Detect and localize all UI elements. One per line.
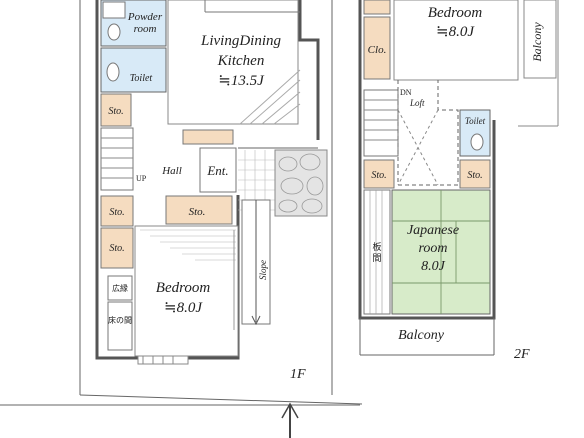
label-line: ≒13.5J bbox=[218, 73, 265, 89]
staircase-1f bbox=[100, 127, 134, 191]
label-line: room bbox=[134, 23, 157, 35]
staircase-2f bbox=[363, 89, 399, 157]
label-line: 8.0J bbox=[421, 259, 446, 274]
hall-label: Hall bbox=[161, 165, 182, 177]
sto-label: Sto. bbox=[109, 207, 124, 218]
toilet-fixture-icon bbox=[107, 23, 121, 41]
sink-icon bbox=[102, 1, 126, 19]
dn-label: DN bbox=[400, 88, 412, 97]
sto-label: Sto. bbox=[189, 206, 206, 218]
toilet-icon-2f bbox=[470, 133, 484, 151]
shoe-cabinet bbox=[182, 129, 234, 145]
sto-label: Sto. bbox=[467, 170, 482, 181]
toilet-label-2f: Toilet bbox=[465, 116, 486, 126]
sto-label: Sto. bbox=[108, 106, 123, 117]
storage-2f-b bbox=[459, 159, 491, 189]
itama bbox=[363, 189, 391, 315]
stair-line bbox=[239, 69, 301, 125]
stair-well bbox=[363, 89, 399, 157]
label-line: room bbox=[418, 241, 447, 256]
loft-outline bbox=[397, 80, 459, 186]
tatami-mats bbox=[392, 190, 490, 314]
hiroen-label: 広縁 bbox=[112, 283, 128, 293]
storage-2f-top bbox=[363, 0, 391, 15]
slope-arrow-head-icon bbox=[251, 315, 261, 326]
hall-stairs bbox=[100, 127, 134, 191]
up-label: UP bbox=[136, 174, 147, 183]
entrance-label: Ent. bbox=[206, 163, 228, 178]
bedroom-2f bbox=[393, 0, 519, 81]
itama-boards bbox=[369, 190, 383, 314]
label-line: Bedroom bbox=[428, 5, 483, 21]
entrance bbox=[199, 147, 237, 193]
building-wall-2f bbox=[358, 0, 496, 320]
japanese-room-label: Japanese room 8.0J bbox=[407, 223, 459, 274]
entry-arrow-icon bbox=[281, 402, 299, 419]
stone-pattern bbox=[278, 153, 324, 214]
stone-garden bbox=[274, 149, 328, 217]
loft-diagonal bbox=[397, 109, 439, 186]
closet-label: Clo. bbox=[368, 44, 387, 56]
toilet-icon bbox=[106, 62, 120, 82]
hiroen bbox=[107, 275, 133, 301]
tokonoma-label: 床の間 bbox=[108, 315, 132, 325]
stair-line bbox=[261, 91, 301, 125]
storage-1f-c bbox=[100, 227, 134, 269]
ldk-stairs bbox=[239, 69, 301, 125]
loft-label: Loft bbox=[409, 98, 425, 108]
closet-2f bbox=[363, 16, 391, 80]
stair-line bbox=[273, 103, 301, 125]
floor-1-label: 1F bbox=[290, 367, 306, 382]
label-line: ≒8.0J bbox=[164, 300, 203, 316]
tokonoma bbox=[107, 301, 133, 351]
slope-label: Slope bbox=[258, 260, 268, 280]
floor-2: Bedroom ≒8.0J Clo. Balcony DN Loft Toilet… bbox=[358, 0, 559, 362]
storage-2f-a bbox=[363, 159, 395, 189]
label-line: ≒8.0J bbox=[436, 24, 475, 40]
storage-1f-b bbox=[100, 195, 134, 227]
label-line: Japanese bbox=[407, 223, 459, 238]
bedroom-2f-label: Bedroom ≒8.0J bbox=[428, 5, 483, 40]
living-dining-kitchen bbox=[167, 0, 299, 125]
label-line: Kitchen bbox=[217, 53, 265, 69]
storage-1f-d bbox=[165, 195, 233, 225]
floor-2-label: 2F bbox=[514, 347, 530, 362]
toilet-room-2f bbox=[459, 109, 491, 157]
balcony-bottom-label: Balcony bbox=[398, 328, 445, 343]
sto-label: Sto. bbox=[371, 170, 386, 181]
bedroom-1f-label: Bedroom ≒8.0J bbox=[156, 280, 211, 316]
stair-line bbox=[249, 79, 301, 125]
label-line: Powder bbox=[127, 11, 163, 23]
building-wall-1f-right bbox=[298, 0, 320, 140]
storage-1f-a bbox=[100, 93, 132, 127]
sto-label: Sto. bbox=[109, 243, 124, 254]
site-boundary-bottom bbox=[79, 394, 363, 405]
bedroom-1f-hatch bbox=[140, 229, 236, 261]
balcony-right-label: Balcony bbox=[530, 22, 544, 62]
itama-label-line1: 板 bbox=[372, 241, 381, 252]
label-line: LivingDining bbox=[200, 33, 282, 49]
label-line: Bedroom bbox=[156, 280, 211, 296]
balcony-2f-right bbox=[523, 0, 557, 79]
itama-label-line2: 間 bbox=[372, 253, 381, 263]
toilet-label-1f: Toilet bbox=[130, 73, 153, 84]
